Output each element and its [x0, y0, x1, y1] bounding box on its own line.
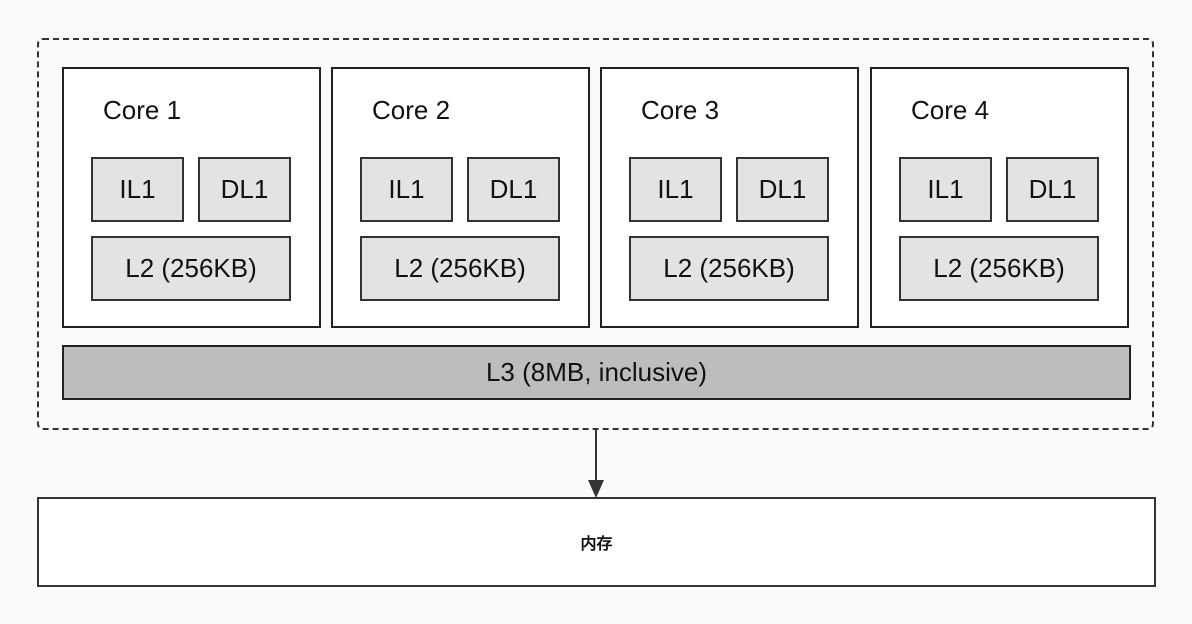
core-2-title: Core 2 [372, 95, 451, 125]
core-2-il1-cache: IL1 [360, 157, 453, 222]
core-1-title: Core 1 [103, 95, 182, 125]
core-2-dl1-cache: DL1 [467, 157, 560, 222]
core-3-l2-cache: L2 (256KB) [629, 236, 829, 301]
core-1-l2-cache: L2 (256KB) [91, 236, 291, 301]
core-4-box: Core 4 IL1 DL1 L2 (256KB) [870, 67, 1129, 328]
core-4-l2-cache: L2 (256KB) [899, 236, 1099, 301]
core-4-il1-cache: IL1 [899, 157, 992, 222]
core-3-box: Core 3 IL1 DL1 L2 (256KB) [600, 67, 859, 328]
down-arrow-connector [588, 430, 604, 498]
l3-cache-bar: L3 (8MB, inclusive) [62, 345, 1131, 400]
memory-box: 内存 [37, 497, 1156, 587]
core-3-dl1-cache: DL1 [736, 157, 829, 222]
core-1-dl1-cache: DL1 [198, 157, 291, 222]
core-1-box: Core 1 IL1 DL1 L2 (256KB) [62, 67, 321, 328]
core-3-il1-cache: IL1 [629, 157, 722, 222]
core-1-il1-cache: IL1 [91, 157, 184, 222]
core-4-dl1-cache: DL1 [1006, 157, 1099, 222]
core-2-l2-cache: L2 (256KB) [360, 236, 560, 301]
core-3-title: Core 3 [641, 95, 720, 125]
core-4-title: Core 4 [911, 95, 990, 125]
core-2-box: Core 2 IL1 DL1 L2 (256KB) [331, 67, 590, 328]
cpu-package-boundary [37, 38, 1154, 430]
